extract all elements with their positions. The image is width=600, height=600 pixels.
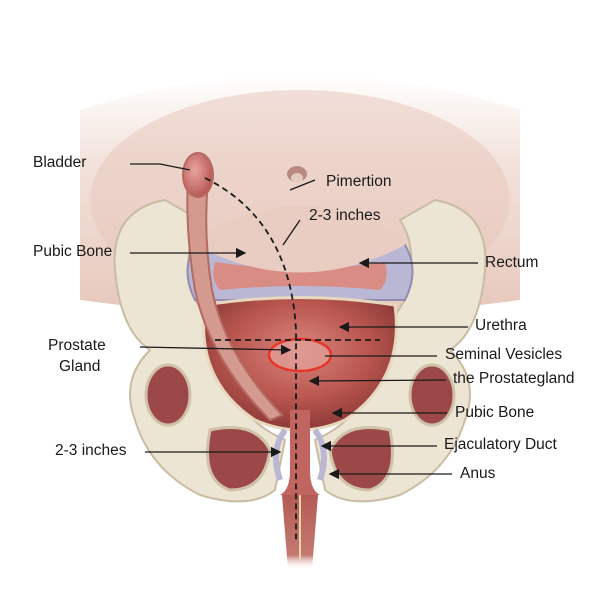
bladder	[182, 152, 214, 198]
label-urethra: Urethra	[475, 317, 527, 334]
leader-lines	[130, 163, 478, 480]
label-anus: Anus	[460, 465, 496, 482]
label-prostate-right: the Prostategland	[453, 370, 575, 387]
prostate-highlight-circle	[267, 337, 333, 373]
label-prostate-line1: Prostate	[48, 337, 106, 354]
label-seminal-vesicles: Seminal Vesicles	[445, 346, 563, 363]
urethra-tube	[186, 173, 284, 422]
dashed-measure-vertical	[204, 177, 297, 540]
label-prostate-line2: Gland	[59, 358, 101, 375]
label-pimertion: Pimertion	[326, 173, 392, 190]
label-ejaculatory-duct: Ejaculatory Duct	[444, 436, 557, 453]
label-measure-left: 2-3 inches	[55, 442, 127, 459]
label-pubic-bone-right: Pubic Bone	[455, 404, 535, 421]
label-pubic-bone-left: Pubic Bone	[33, 243, 113, 260]
label-rectum: Rectum	[485, 254, 539, 271]
label-bladder: Bladder	[33, 154, 87, 171]
label-measure-top: 2-3 inches	[309, 207, 381, 224]
